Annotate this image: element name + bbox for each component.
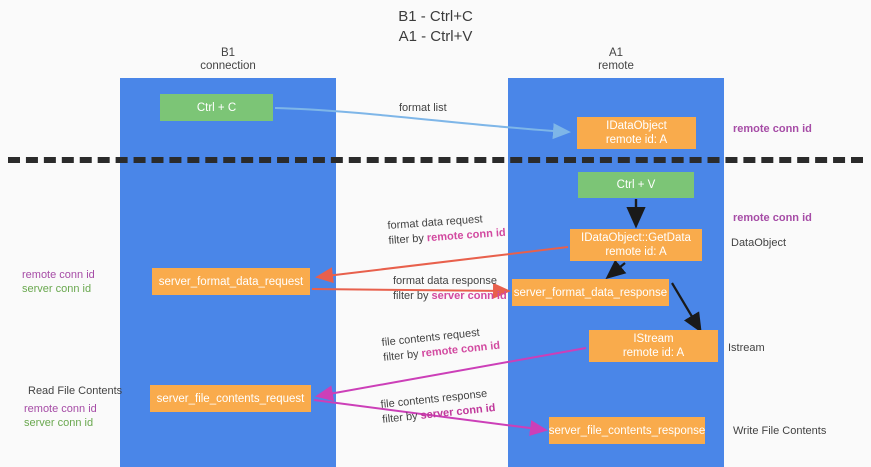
arrow-label-format-data-response-line1: format data response [393,275,497,287]
lane-header-b1-line1: B1 [220,47,236,59]
box-getdata-line2: remote id: A [605,246,667,258]
annotation-remote-conn-id-mid: remote conn id [733,212,812,224]
annotation-write-file-contents: Write File Contents [733,425,827,437]
annotation-remote-conn-id-top: remote conn id [733,123,812,135]
annotation-left-server-conn-id-mid: server conn id [22,283,92,295]
box-server-file-contents-request-label: server_file_contents_request [156,392,305,405]
box-server-format-data-response-label: server_format_data_response [513,286,668,299]
phase-divider [8,157,863,163]
arrow-label-file-contents-response: file contents response filter by server … [380,386,496,428]
annotation-dataobject: DataObject [731,237,787,249]
arrow-label-fdresp-filter-prefix: filter by [393,290,432,302]
box-istream-line2: remote id: A [622,347,685,359]
arrow-label-format-data-response-line2: filter by server conn id [393,289,507,304]
box-idataobject-line2: remote id: A [605,134,668,146]
box-idataobject-getdata[interactable]: IDataObject::GetData remote id: A [570,229,702,261]
box-ctrl-c[interactable]: Ctrl + C [160,94,273,121]
box-server-format-data-request[interactable]: server_format_data_request [152,268,310,295]
box-ctrl-c-label: Ctrl + C [196,101,237,114]
page-title: B1 - Ctrl+C A1 - Ctrl+V [398,8,473,45]
arrow-label-fdr-filter-key: remote conn id [426,226,507,245]
box-ctrl-v[interactable]: Ctrl + V [578,172,694,198]
box-idataobject-line1: IDataObject [606,120,667,132]
annotation-left-server-conn-id-bot: server conn id [24,417,94,429]
arrow-label-format-list: format list [399,102,447,114]
box-server-file-contents-response-label: server_file_contents_response [548,424,706,437]
box-server-format-data-request-label: server_format_data_request [158,275,304,288]
annotation-istream: Istream [728,342,765,354]
box-istream[interactable]: IStream remote id: A [589,330,718,362]
arrow-label-fdr-filter-prefix: filter by [388,232,428,247]
box-idataobject[interactable]: IDataObject remote id: A [577,117,696,149]
box-getdata-line1: IDataObject::GetData [581,232,691,244]
box-server-format-data-response[interactable]: server_format_data_response [512,279,669,306]
annotation-read-file-contents: Read File Contents [28,385,123,397]
annotation-left-remote-conn-id-bot: remote conn id [24,403,97,415]
lane-header-a1-line1: A1 [608,47,624,59]
arrow-label-fdresp-filter-key: server conn id [431,290,507,302]
arrow-label-fcr-filter-prefix: filter by [382,347,423,364]
box-ctrl-v-label: Ctrl + V [616,179,656,191]
arrow-label-format-data-request: format data request filter by remote con… [387,211,506,249]
annotation-left-mid-group: remote conn id server conn id [22,268,95,296]
lane-header-a1: A1 remote [508,47,724,73]
lane-header-b1: B1 connection [120,47,336,73]
lane-header-b1-line2: connection [200,60,256,72]
box-istream-line1: IStream [633,333,674,345]
arrow-label-file-contents-request: file contents request filter by remote c… [381,324,501,366]
box-server-file-contents-response[interactable]: server_file_contents_response [549,417,705,444]
lane-header-a1-line2: remote [598,60,634,72]
box-server-file-contents-request[interactable]: server_file_contents_request [150,385,311,412]
arrow-label-format-data-response: format data response filter by server co… [393,274,507,304]
arrow-label-fcresp-filter-prefix: filter by [381,409,422,426]
annotation-left-bot-group: remote conn id server conn id [24,402,97,430]
annotation-left-remote-conn-id-mid: remote conn id [22,269,95,281]
